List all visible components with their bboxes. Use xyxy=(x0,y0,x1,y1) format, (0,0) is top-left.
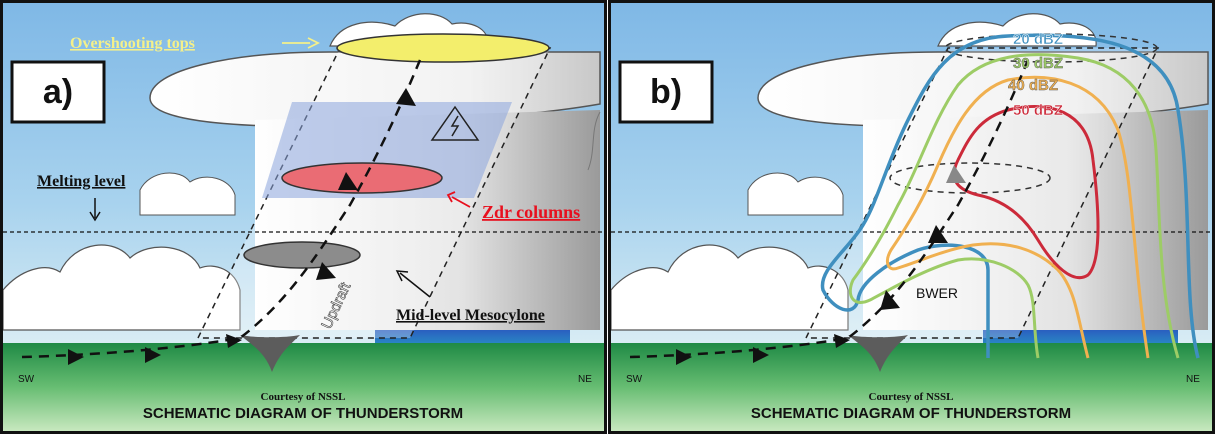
courtesy-label: Courtesy of NSSL xyxy=(261,391,346,403)
arrow-head-icon xyxy=(676,349,692,365)
storm-tower xyxy=(863,110,1208,330)
zdr-ellipse xyxy=(281,162,443,194)
sw-label: SW xyxy=(18,374,35,385)
overshooting-arrow-head-icon xyxy=(307,37,321,49)
overshooting-ellipse xyxy=(336,33,550,63)
panel-label: b) xyxy=(650,73,682,111)
panel-label-box xyxy=(618,60,714,124)
arrow-head-icon xyxy=(396,88,416,106)
sw-label: SW xyxy=(626,374,643,385)
caption: SCHEMATIC DIAGRAM OF THUNDERSTORM xyxy=(751,405,1071,422)
dbz-30-label: 30 dBZ xyxy=(1013,55,1063,72)
ne-label: NE xyxy=(1186,374,1200,385)
cumulus-mid xyxy=(747,172,844,216)
arrow-head-icon xyxy=(880,290,900,310)
contour-20-dbz xyxy=(820,33,1200,359)
contour-30-dbz xyxy=(848,53,1180,359)
wall-cloud-icon xyxy=(240,335,300,372)
cumulus-left xyxy=(2,244,241,331)
updraft-path xyxy=(629,59,1030,359)
melting-arrow-head-icon xyxy=(89,211,101,222)
dbz-40-label: 40 dBZ xyxy=(1008,77,1058,94)
panel-a: a) Overshooting tops Melting level Zdr c… xyxy=(0,0,607,434)
mesocyclone-arrow-icon xyxy=(399,272,431,298)
arrow-head-icon xyxy=(834,334,850,348)
contour-50-dbz xyxy=(952,105,1100,279)
arrow-head-icon xyxy=(145,347,161,363)
zdr-label: Zdr columns xyxy=(482,202,580,222)
panel-label: a) xyxy=(43,73,73,111)
arrow-head-icon xyxy=(226,334,242,348)
arrow-head-icon xyxy=(753,347,769,363)
lightning-bolt-icon xyxy=(450,115,460,137)
lightning-icon xyxy=(430,105,480,141)
mesocyclone-ellipse xyxy=(243,241,361,269)
updraft-path xyxy=(21,59,422,359)
contour-40-dbz xyxy=(886,75,1150,359)
melting-label: Melting level xyxy=(37,173,126,190)
overshooting-label: Overshooting tops xyxy=(70,35,195,52)
zdr-arrow-head-icon xyxy=(446,191,456,203)
arrow-head-icon xyxy=(68,349,84,365)
overshooting-ellipse xyxy=(944,33,1158,63)
bwer-label: BWER xyxy=(916,285,958,301)
dbz-20-label: 20 dBZ xyxy=(1013,31,1063,48)
ground xyxy=(3,343,604,431)
panel-border xyxy=(0,0,607,434)
panel-border xyxy=(608,0,1215,434)
arrow-head-icon xyxy=(338,172,358,190)
zdr-ellipse xyxy=(889,162,1051,194)
ne-label: NE xyxy=(578,374,592,385)
caption: SCHEMATIC DIAGRAM OF THUNDERSTORM xyxy=(143,405,463,422)
zdr-arrow-icon xyxy=(451,196,471,208)
panel-label-box xyxy=(10,60,106,124)
cumulus-left xyxy=(610,244,849,331)
arrow-head-icon xyxy=(928,225,948,243)
wall-cloud-icon xyxy=(848,335,908,372)
dbz-50-label: 50 dBZ xyxy=(1013,102,1063,119)
cumulus-mid xyxy=(139,172,236,216)
arrow-head-icon xyxy=(946,165,966,183)
tower-texture xyxy=(587,111,601,171)
mesocyclone-arrow-head-icon xyxy=(395,270,409,282)
arrow-head-icon xyxy=(316,262,336,280)
mesocyclone-label: Mid-level Mesocylone xyxy=(396,307,545,324)
courtesy-label: Courtesy of NSSL xyxy=(869,391,954,403)
panel-b: b) 20 dBZ 30 dBZ 40 dBZ 50 dBZ BWER SW N… xyxy=(608,0,1215,434)
top-cloud xyxy=(937,13,1097,47)
ground xyxy=(611,343,1212,431)
